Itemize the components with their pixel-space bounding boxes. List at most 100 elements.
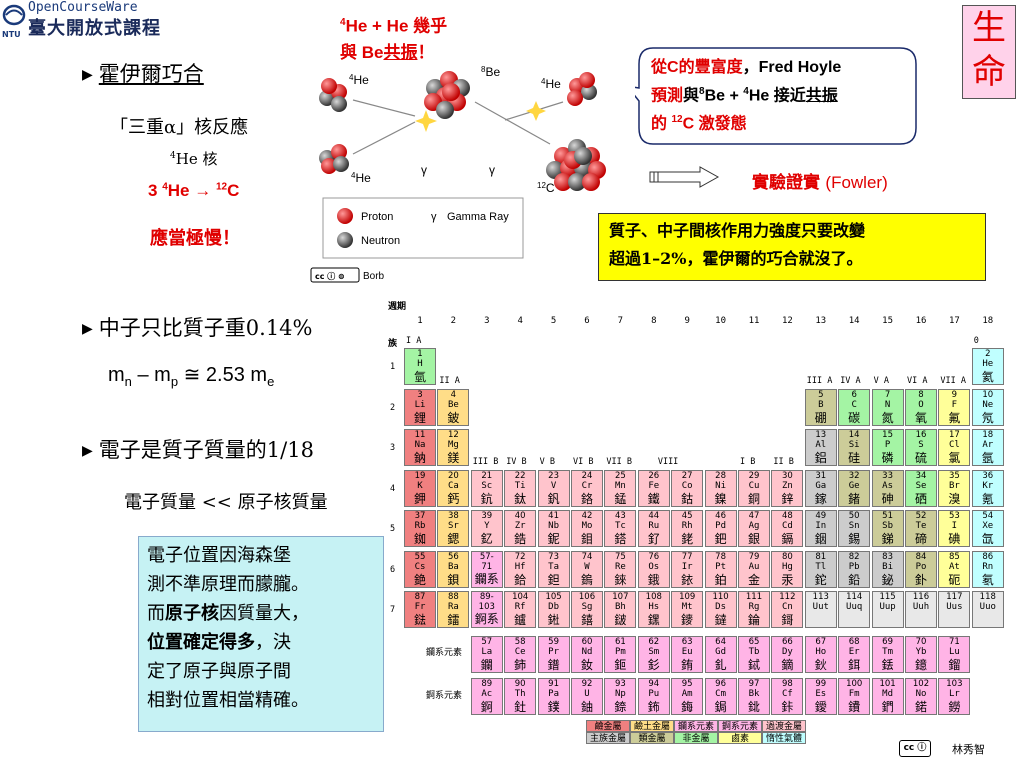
atomic-number: 65 [748,637,760,647]
element-chinese-name: 釩 [547,491,560,506]
element-symbol: W [584,561,590,572]
element-symbol: Mt [681,602,693,612]
element-chinese-name: 鑭系 [474,571,499,586]
hoyle-prediction-callout: 從C的豐富度，Fred Hoyle 預測與8Be + 4He 接近共振 的 12… [635,46,918,146]
element-symbol: Cu [748,480,760,491]
element-symbol: Se [915,480,927,491]
element-chinese-name: 銪 [681,658,694,672]
element-chinese-name: 鋱 [747,658,760,672]
element-chinese-name: 砈 [948,572,961,587]
atomic-number: 67 [815,637,827,647]
atomic-number: 48 [781,511,793,521]
element-symbol: Cs [414,561,426,572]
atomic-number: 83 [882,551,893,562]
element-chinese-name: 氮 [881,410,894,425]
element-chinese-name: 鉍 [881,572,894,587]
element-chinese-name: 鈹 [447,410,460,425]
element-chinese-name: 錼 [614,700,627,714]
atomic-number: 7 [884,389,891,400]
table-credit: 林秀智 [952,743,985,756]
atomic-number: 69 [882,637,893,647]
atomic-number: 101 [879,679,896,689]
element-chinese-name: 鋂 [681,700,694,714]
element-symbol: Rf [514,602,526,612]
element-symbol: Ga [815,480,827,491]
subgroup-label: VIII [657,457,679,467]
atomic-number: 80 [781,551,793,562]
element-chinese-name: 硅 [848,451,861,465]
fowler-confirmation: 實驗證實 (Fowler) [752,173,888,193]
element-chinese-name: 鋰 [413,410,426,425]
element-symbol: Hs [648,602,660,612]
group-number: 10 [715,316,727,326]
atomic-number: 36 [982,470,994,481]
element-chinese-name: 鍺 [848,491,861,506]
element-chinese-name: 鐵 [647,491,660,506]
element-chinese-name: 硼 [814,410,827,425]
atomic-number: 90 [514,679,526,689]
element-chinese-name: 銠 [681,532,694,546]
atomic-number: 6 [851,389,857,400]
subgroup-label: III B [472,457,499,467]
element-chinese-name: 錒 [480,700,493,714]
atomic-number: 9 [951,389,958,400]
element-symbol: Nb [548,521,560,531]
element-symbol: Si [848,440,860,450]
subgroup-label: V A [873,376,889,386]
element-chinese-name: 鏑 [781,658,794,672]
element-chinese-name: 錀 [747,613,760,627]
element-chinese-name: 𨧀 [547,613,560,627]
gamma-label-2: γ [489,163,495,177]
period-number: 5 [390,524,396,534]
atomic-number: 43 [614,511,626,521]
mass-difference-equation: mn – mp ≅ 2.53 me [108,364,275,389]
atomic-number: 35 [948,470,960,481]
atomic-number: 103 [478,602,495,612]
atomic-number: 33 [882,470,893,481]
element-symbol: Nd [581,647,593,657]
atomic-number: 34 [915,470,927,481]
element-symbol: B [818,399,824,410]
atomic-number: 12 [447,430,459,440]
element-symbol: Sn [848,521,860,531]
element-symbol: Mn [614,480,626,491]
element-symbol: Co [681,480,693,491]
group-number: 11 [748,316,760,326]
group-number: 6 [584,316,590,326]
element-symbol: Cn [781,602,793,612]
element-chinese-name: 鉑 [714,572,727,587]
element-symbol: Ar [982,440,994,450]
element-symbol: Cm [715,689,727,699]
element-chinese-name: 鍅 [413,613,426,627]
atomic-number: 86 [982,551,994,562]
element-chinese-name: 銫 [413,572,426,587]
svg-text:cc ⓘ ⊜: cc ⓘ ⊜ [315,271,345,281]
legend-gamma-symbol: γ [431,211,437,223]
group-number: 13 [815,316,827,326]
element-symbol: Au [748,561,760,572]
element-symbol: As [882,480,894,491]
atomic-number: 94 [648,679,660,689]
element-symbol: Br [948,480,960,491]
